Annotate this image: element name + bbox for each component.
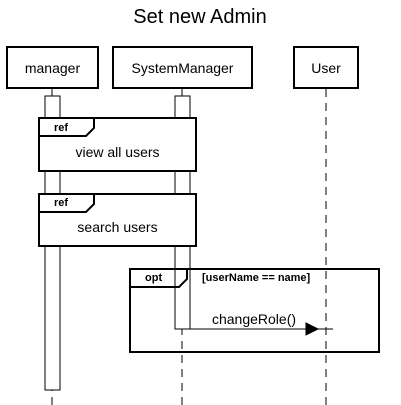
ref-fragment-view-all-users: ref view all users [38, 117, 197, 172]
ref-fragment-1-text: view all users [75, 144, 159, 160]
ref-fragment-2-operator: ref [54, 197, 68, 209]
diagram-title: Set new Admin [133, 6, 266, 28]
opt-fragment-operator: opt [145, 272, 162, 284]
arrowhead-icon [305, 322, 320, 336]
participant-user: User [293, 46, 359, 89]
participant-user-label: User [311, 60, 341, 76]
message-change-role-label: changeRole() [212, 311, 296, 327]
participant-system-manager-label: SystemManager [132, 60, 234, 76]
opt-fragment: opt [userName == name] [129, 268, 380, 353]
message-change-role: changeRole() [190, 311, 333, 336]
ref-fragment-search-users: ref search users [38, 193, 197, 247]
participant-manager-label: manager [25, 60, 81, 76]
participant-manager: manager [6, 46, 99, 89]
opt-fragment-guard: [userName == name] [202, 272, 311, 284]
participant-system-manager: SystemManager [112, 46, 253, 89]
ref-fragment-1-operator: ref [54, 122, 68, 134]
ref-fragment-2-text: search users [77, 219, 157, 235]
